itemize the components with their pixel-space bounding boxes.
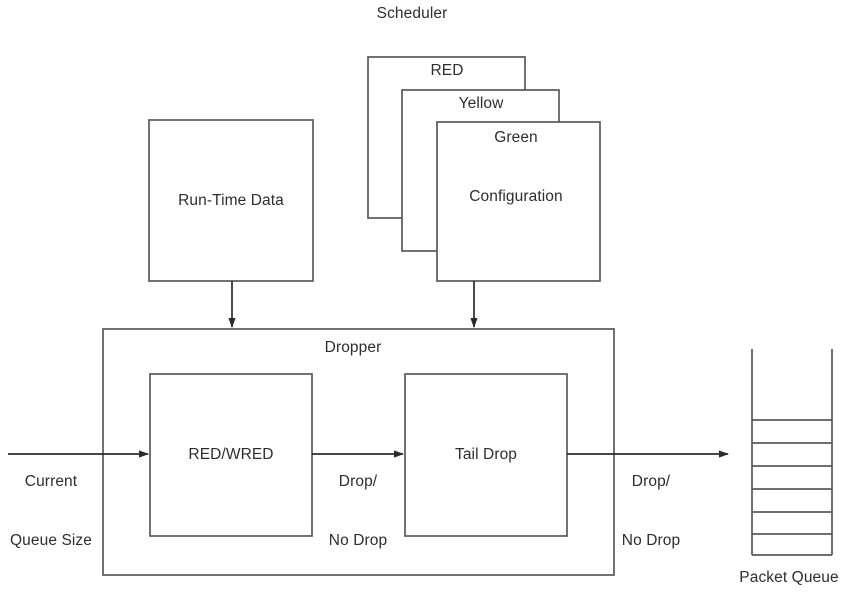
card-green-label: Green bbox=[494, 129, 538, 146]
card-red-label: RED bbox=[430, 62, 464, 79]
dropper-title: Dropper bbox=[324, 339, 382, 356]
runtime-data-label: Run-Time Data bbox=[178, 192, 284, 209]
output-edge-label-line2: No Drop bbox=[621, 531, 681, 549]
diagram-title: Scheduler bbox=[376, 5, 448, 22]
output-edge-label: Drop/ No Drop bbox=[622, 433, 680, 589]
packet-queue-label: Packet Queue bbox=[739, 569, 839, 586]
runtime-data-shape bbox=[148, 119, 314, 282]
mid-edge-label: Drop/ No Drop bbox=[329, 433, 387, 589]
tail-drop-shape bbox=[404, 373, 568, 537]
packet-queue-shape bbox=[751, 349, 833, 556]
red-wred-shape bbox=[149, 373, 313, 537]
output-edge-label-line1: Drop/ bbox=[631, 473, 671, 490]
input-edge-label-line2: Queue Size bbox=[10, 531, 92, 549]
red-wred-label: RED/WRED bbox=[188, 446, 274, 463]
card-configuration-label: Configuration bbox=[469, 188, 563, 205]
input-edge-label: Current Queue Size bbox=[10, 433, 92, 589]
input-edge-label-line1: Current bbox=[24, 473, 78, 490]
card-green-shape bbox=[436, 121, 601, 282]
card-yellow-label: Yellow bbox=[458, 95, 504, 112]
tail-drop-label: Tail Drop bbox=[454, 446, 518, 463]
mid-edge-label-line1: Drop/ bbox=[338, 473, 378, 490]
mid-edge-label-line2: No Drop bbox=[328, 531, 388, 549]
